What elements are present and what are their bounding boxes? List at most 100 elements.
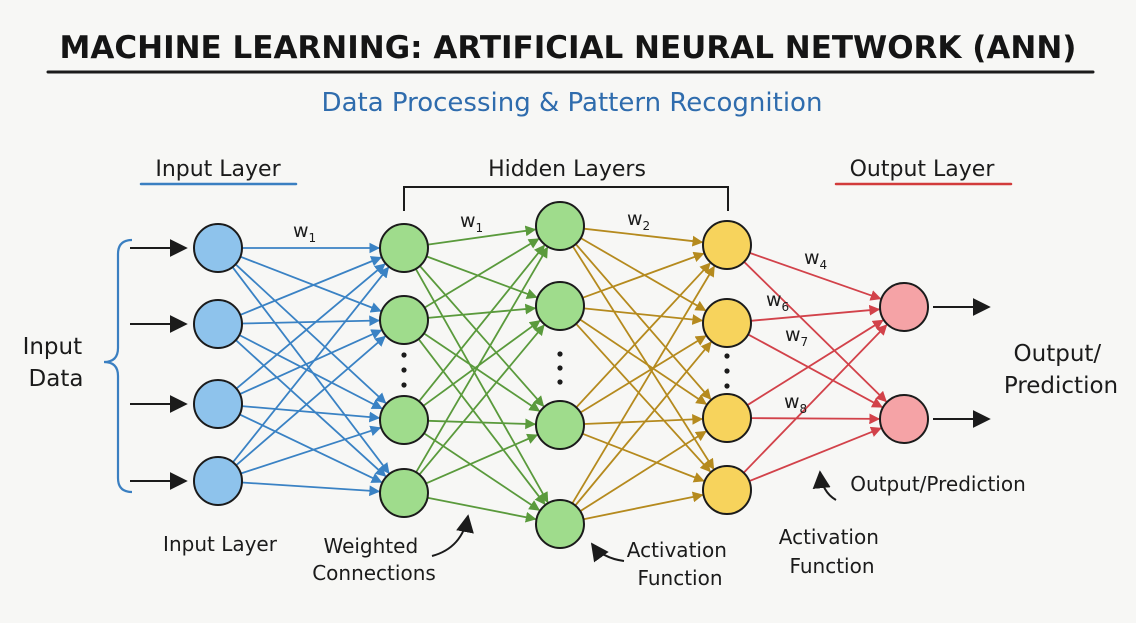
edge-input-hidden1 <box>239 413 383 484</box>
edge-hidden3-output <box>743 324 888 474</box>
hidden2-neuron <box>535 499 585 549</box>
annotation-output-prediction: Output/Prediction <box>850 472 1026 496</box>
ellipsis-hidden1 <box>401 352 407 388</box>
page-title: MACHINE LEARNING: ARTIFICIAL NEURAL NETW… <box>60 30 1077 66</box>
weight-label-w1-hidden: w1 <box>460 210 483 235</box>
edge-hidden2-hidden3 <box>583 307 704 325</box>
input-data-label: Input Data <box>23 334 90 392</box>
annotation-pointer-activation-1 <box>590 542 625 563</box>
weight-label-w7: w7 <box>785 324 808 349</box>
edge-hidden2-hidden3 <box>583 227 704 247</box>
input-data-brace <box>103 238 133 494</box>
edge-hidden1-hidden2 <box>419 265 545 408</box>
hidden-layers-bracket <box>403 186 729 211</box>
edge-hidden2-hidden3 <box>575 243 712 400</box>
edge-input-hidden1 <box>239 256 382 316</box>
edge-hidden1-hidden2 <box>427 303 537 319</box>
hidden3-neuron <box>702 393 752 443</box>
annotation-weighted-connections: Weighted Connections <box>312 534 436 585</box>
input-neuron <box>193 456 243 506</box>
edge-hidden1-hidden2 <box>427 225 537 246</box>
edge-hidden1-hidden2 <box>423 432 541 511</box>
output-prediction-label: Output/ Prediction <box>1004 341 1118 399</box>
edges-hidden2-hidden3 <box>571 227 715 521</box>
edge-hidden3-output <box>747 333 883 408</box>
edge-hidden2-hidden3 <box>583 491 704 521</box>
edge-input-hidden1 <box>235 339 387 477</box>
weight-label-w8: w8 <box>784 391 807 416</box>
edge-hidden2-hidden3 <box>580 335 707 414</box>
hidden1-neuron <box>379 295 429 345</box>
annotation-pointer-weighted <box>431 514 474 557</box>
edge-hidden1-hidden2 <box>415 246 549 473</box>
input-layer-header: Input Layer <box>155 157 281 182</box>
edge-hidden2-hidden3 <box>575 262 711 409</box>
output-arrows <box>933 298 991 428</box>
edge-hidden1-hidden2 <box>426 255 538 299</box>
edge-hidden3-output <box>746 319 884 406</box>
edges-input-hidden1 <box>231 242 390 497</box>
input-arrows <box>130 239 188 490</box>
edge-hidden1-hidden2 <box>423 332 541 412</box>
edge-hidden2-hidden3 <box>575 323 711 473</box>
output-layer-header: Output Layer <box>850 157 996 182</box>
edge-hidden2-hidden3 <box>580 237 707 312</box>
hidden-layers-header: Hidden Layers <box>488 157 646 182</box>
edge-hidden2-hidden3 <box>571 265 715 504</box>
edge-input-hidden1 <box>234 263 387 404</box>
hidden3-neuron <box>702 220 752 270</box>
edge-hidden3-output <box>748 426 882 482</box>
edge-input-hidden1 <box>238 334 383 410</box>
ellipsis-hidden3 <box>724 353 730 389</box>
weight-label-w6: w6 <box>766 289 789 314</box>
edge-hidden1-hidden2 <box>415 268 549 504</box>
edge-hidden3-output <box>743 261 887 403</box>
input-neuron <box>193 299 243 349</box>
edge-input-hidden1 <box>231 266 390 474</box>
edge-hidden2-hidden3 <box>572 245 715 470</box>
hidden1-neuron <box>379 223 429 273</box>
edge-hidden1-hidden2 <box>424 238 540 309</box>
edge-input-hidden1 <box>239 329 383 395</box>
edge-input-hidden1 <box>241 315 381 327</box>
edge-input-hidden1 <box>240 255 382 313</box>
edges-hidden1-hidden2 <box>415 225 549 523</box>
input-neuron <box>193 223 243 273</box>
hidden3-neuron <box>702 465 752 515</box>
ellipsis-hidden2 <box>557 351 563 385</box>
edge-hidden1-hidden2 <box>418 324 545 476</box>
edge-hidden1-hidden2 <box>422 320 541 407</box>
hidden3-neuron <box>702 298 752 348</box>
hidden2-neuron <box>535 281 585 331</box>
annotation-pointer-output <box>812 470 837 501</box>
annotation-input-layer: Input Layer <box>163 532 278 556</box>
subtitle: Data Processing & Pattern Recognition <box>322 88 823 118</box>
hidden1-neuron <box>379 468 429 518</box>
input-neuron <box>193 379 243 429</box>
edge-hidden2-hidden3 <box>583 414 704 425</box>
edge-hidden1-hidden2 <box>425 433 539 485</box>
neurons <box>193 201 929 549</box>
hidden2-neuron <box>535 400 585 450</box>
edge-input-hidden1 <box>241 481 381 497</box>
edge-input-hidden1 <box>232 266 390 463</box>
output-neuron <box>879 394 929 444</box>
edge-hidden2-hidden3 <box>582 251 705 299</box>
edges-hidden3-output <box>743 252 888 482</box>
edge-hidden2-hidden3 <box>579 430 707 512</box>
edge-hidden3-output <box>750 304 881 322</box>
edge-hidden1-hidden2 <box>417 338 546 505</box>
edge-hidden2-hidden3 <box>574 341 712 507</box>
edge-hidden1-hidden2 <box>427 496 537 523</box>
weight-label-w4: w4 <box>804 247 827 272</box>
edge-hidden3-output <box>749 252 882 301</box>
weight-label-w1-input: w1 <box>293 220 316 245</box>
edge-input-hidden1 <box>241 405 381 423</box>
weight-label-w2: w2 <box>627 208 650 233</box>
edge-hidden2-hidden3 <box>579 318 708 405</box>
edge-hidden1-hidden2 <box>418 244 546 402</box>
hidden1-neuron <box>379 395 429 445</box>
edge-input-hidden1 <box>235 263 386 390</box>
hidden2-neuron <box>535 201 585 251</box>
